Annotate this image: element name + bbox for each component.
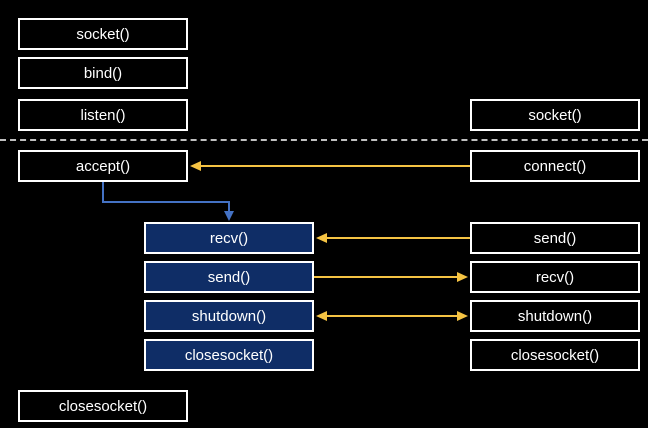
worker-send-label: send(): [207, 268, 251, 286]
client-shutdown-label: shutdown(): [517, 307, 593, 325]
server-socket-label: socket(): [76, 25, 130, 43]
server-bind-label: bind(): [83, 64, 123, 82]
shutdown-bidirectional-arrow: [316, 311, 468, 321]
worker-shutdown-label: shutdown(): [191, 307, 267, 325]
client-connect-box: connect(): [470, 150, 640, 182]
worker-closesocket-label: closesocket(): [184, 346, 274, 364]
server-closesocket-label: closesocket(): [58, 397, 148, 415]
worker-send-to-client-recv-arrow: [314, 272, 468, 282]
client-closesocket-label: closesocket(): [510, 346, 600, 364]
client-send-to-worker-recv-arrow: [316, 233, 470, 243]
client-connect-label: connect(): [523, 157, 587, 175]
server-accept-box: accept(): [18, 150, 188, 182]
accept-to-worker-arrow: [102, 182, 234, 221]
server-listen-label: listen(): [80, 106, 126, 124]
client-recv-label: recv(): [535, 268, 575, 286]
worker-send-box: send(): [144, 261, 314, 293]
client-shutdown-box: shutdown(): [470, 300, 640, 332]
dashed-divider: [0, 139, 648, 141]
server-bind-box: bind(): [18, 57, 188, 89]
server-closesocket-box: closesocket(): [18, 390, 188, 422]
server-listen-box: listen(): [18, 99, 188, 131]
client-closesocket-box: closesocket(): [470, 339, 640, 371]
server-socket-box: socket(): [18, 18, 188, 50]
client-send-box: send(): [470, 222, 640, 254]
worker-recv-label: recv(): [209, 229, 249, 247]
client-recv-box: recv(): [470, 261, 640, 293]
worker-shutdown-box: shutdown(): [144, 300, 314, 332]
server-accept-label: accept(): [75, 157, 131, 175]
client-socket-label: socket(): [528, 106, 582, 124]
connect-to-accept-arrow: [190, 161, 470, 171]
client-send-label: send(): [533, 229, 577, 247]
worker-recv-box: recv(): [144, 222, 314, 254]
worker-closesocket-box: closesocket(): [144, 339, 314, 371]
client-socket-box: socket(): [470, 99, 640, 131]
